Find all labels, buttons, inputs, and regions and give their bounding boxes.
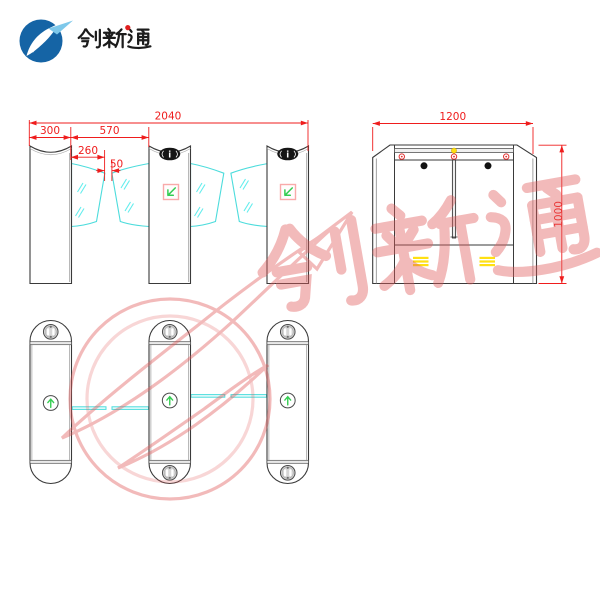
sensor-icons — [398, 153, 510, 160]
pedestal-edge-shading — [69, 153, 308, 282]
logo-swoosh-icon — [26, 20, 73, 56]
top-cap-button-icon — [42, 324, 59, 340]
pass-arrow-indicator-icon — [279, 183, 297, 201]
front-view: i i 2040 300 570 260 50 — [28, 111, 310, 285]
top-cap-button-icon — [279, 465, 296, 481]
pedestal-front-center — [148, 145, 192, 285]
dim-depth: 1200 — [439, 111, 466, 123]
side-dimensions — [372, 121, 567, 284]
top-cap-button-icon — [161, 465, 178, 481]
top-cap-button-icon — [279, 324, 296, 340]
reader-indicator-icon: i — [158, 147, 181, 161]
direction-arrow-button-icon — [42, 394, 59, 412]
reader-label: i — [168, 151, 171, 161]
plan-edge-shading — [31, 345, 307, 460]
watermark — [60, 175, 598, 501]
logo — [19, 19, 152, 63]
dim-lane-width: 570 — [99, 125, 119, 137]
logo-text — [77, 27, 152, 50]
vent-grille — [413, 256, 495, 267]
top-cap-button-icon — [161, 324, 178, 340]
direction-arrow-button-icon — [279, 392, 296, 409]
top-view — [29, 319, 310, 485]
direction-arrow-button-icon — [161, 392, 178, 409]
flap-closed-bars — [71, 394, 267, 410]
pass-arrow-indicator-icon — [162, 183, 180, 201]
front-dimensions — [28, 120, 309, 181]
alarm-led-icon — [451, 147, 457, 154]
bolt-icons — [420, 162, 492, 170]
dim-flap-length: 260 — [78, 145, 98, 157]
reader-indicator-icon: i — [276, 147, 299, 161]
cap-seams — [29, 341, 309, 464]
reader-label: i — [286, 151, 289, 161]
logo-trademark-dot — [125, 25, 131, 31]
pedestal-front-left — [29, 145, 73, 285]
dim-flap-gap: 50 — [110, 159, 123, 171]
dim-total-width: 2040 — [155, 111, 182, 123]
dim-cabinet-width: 300 — [40, 125, 60, 137]
